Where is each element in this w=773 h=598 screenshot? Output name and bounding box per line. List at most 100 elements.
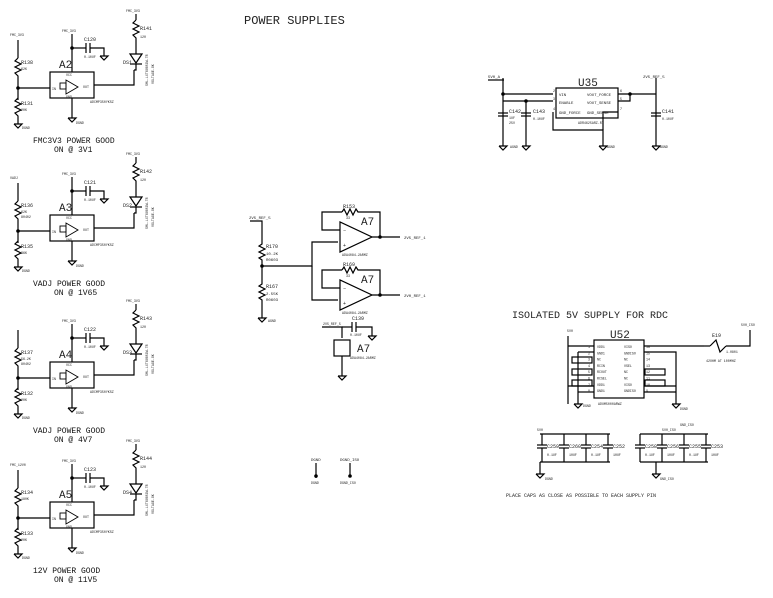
pg-in-net: FMC_3V3 [62,172,76,176]
amp1-ref: A7 [361,217,374,229]
iso-gndiso-wire [644,351,677,404]
svg-text:5: 5 [620,97,622,101]
u52-pin-right: VISO [624,383,632,387]
c141-val: 0.10UF [662,117,674,121]
c143-ref: C143 [533,109,545,115]
c143-val: 0.10UF [533,117,545,121]
iso-cap-val: 0.1UF [591,453,601,457]
pg-rtop-pkg: 80402 [21,215,31,219]
pg-pin-gnd: GND [66,238,72,242]
c139-right-wire [356,326,373,336]
u52-pin-num-left: 2 [588,351,590,355]
divider-net-wire [250,220,263,242]
pg-dgnd-a: DGND [22,126,30,130]
u35-net-in: 5V0_A [488,76,501,80]
pg-cap-val: 0.10UF [84,485,96,489]
u52-pin-right: VSEL [624,364,632,368]
tap-to-amp1 [262,241,338,267]
pg-cap-val: 0.10UF [84,198,96,202]
r170-pkg: R0603 [266,259,279,263]
svg-text:DGND: DGND [680,407,688,411]
u35-gndsense-wire [602,111,618,130]
svg-text:DGND: DGND [311,459,321,463]
pg-led-desc: VOLTAGE-OK [151,494,155,514]
amp2-out-net: 2V0_REF_1 [404,295,426,299]
u52-pin-right: NC [624,370,628,374]
iso-cap-val: 0.1UF [547,453,557,457]
iso-cap-val: 0.1UF [645,453,655,457]
svg-text:AGND: AGND [660,145,668,149]
amp1-fb-left [321,211,342,231]
u35-sense-wire [618,94,631,102]
pg-part: ADCMP350YKSZ [90,530,114,534]
pg-rtop-val: 62K [21,67,27,71]
pg-rtop-ref: R136 [21,203,33,209]
u35-reference: 5V0_A U35 VIN ENABLE GND_FORCE VOUT_FORC… [488,76,674,151]
u35-pin-enable: ENABLE [559,102,574,106]
svg-text:DGND: DGND [545,477,553,481]
pg-top-net: VADJ [10,176,18,180]
pg-caption-2: ON @ 11V5 [54,576,97,585]
iso-net-in: 5V0 [567,329,573,333]
pg-dgnd-b: DGND [76,264,84,268]
pg-pin-out: OUT [83,375,89,379]
c142-val: 1UF [509,116,515,120]
u52-pin-num-right: 16 [646,345,650,349]
pg-pin-vcc: VCC [66,216,72,220]
svg-text:DGND: DGND [583,404,591,408]
u35-pin-voutsense: VOUT_SENSE [587,102,612,106]
amp3-part: ADA4084-2ARMZ [350,356,376,360]
u52-pin-num-left: 1 [588,345,590,349]
agnd-amp3 [337,375,348,381]
pg-led-ref: DS2 [123,203,132,209]
pg-in-net: FMC_3V3 [62,319,76,323]
u52-pin-num-left: 8 [588,389,590,393]
r153-val: 33 [346,216,350,220]
isolated-supply-section: ISOLATED 5V SUPPLY FOR RDC 5V0 DGND U52 … [506,311,755,499]
pg-pin-vcc: VCC [66,73,72,77]
pg-part: ADCMP350YKSZ [90,390,114,394]
ferrite-tag: 1.0801 [726,350,738,354]
amp1-part: ADA4084-2ARMZ [342,253,368,257]
resistor-r170 [257,242,267,266]
u52-pin-right: GNDISO [624,389,636,393]
iso-cap-val: 10UF [711,453,719,457]
iso-net-out: 5V0_ISO [741,323,755,327]
svg-text:7: 7 [620,107,622,111]
ferrite-ref: E19 [712,333,721,339]
pg-caption-2: ON @ 1V65 [54,289,97,298]
u52-pin-num-right: 13 [646,364,650,368]
u35-pin-voutforce: VOUT_FORCE [587,94,612,98]
sheet-title: POWER SUPPLIES [244,14,345,28]
pg-rtop-val: 56.2K [21,357,31,361]
pg-pin-gnd: GND [66,385,72,389]
pg-rtop-val: 62K [21,210,27,214]
r169-val: 33 [346,274,350,278]
r170-val: 10.2K [266,253,279,257]
pg-rbot-val: 20K [21,108,27,112]
u52-pin-num-left: 6 [588,377,590,381]
pg-pin-gnd: GND [66,95,72,99]
pg-led-part: SML-LXT0805GW-TR [145,54,149,86]
pg-pin-gnd: GND [66,525,72,529]
iso-cap-val: 10UF [667,453,675,457]
pg-pin-out: OUT [83,228,89,232]
pg-led-desc: VOLTAGE-OK [151,207,155,227]
pg-led-ref: DS3 [123,350,132,356]
u35-pin-vin: VIN [559,94,567,98]
pg-caption-1: VADJ POWER GOOD [33,427,105,436]
iso-note: PLACE CAPS AS CLOSE AS POSSIBLE TO EACH … [506,493,656,499]
u52-pin-left: RCOUT [597,370,607,374]
u52-ref: U52 [610,330,630,342]
pg-led-ref: DS4 [123,490,132,496]
svg-text:GND_ISO: GND_ISO [680,423,694,427]
svg-text:5V0_ISO: 5V0_ISO [662,428,676,432]
u52-pin-num-left: 5 [588,370,590,374]
r170-ref: R170 [266,244,278,250]
u52-pin-num-right: 14 [646,358,650,362]
resistor-r167 [257,266,267,318]
pg-pin-in: IN [52,377,56,381]
pg-cap-ref: C120 [84,37,96,43]
amp1-out-net: 2V5_REF_1 [404,237,426,241]
